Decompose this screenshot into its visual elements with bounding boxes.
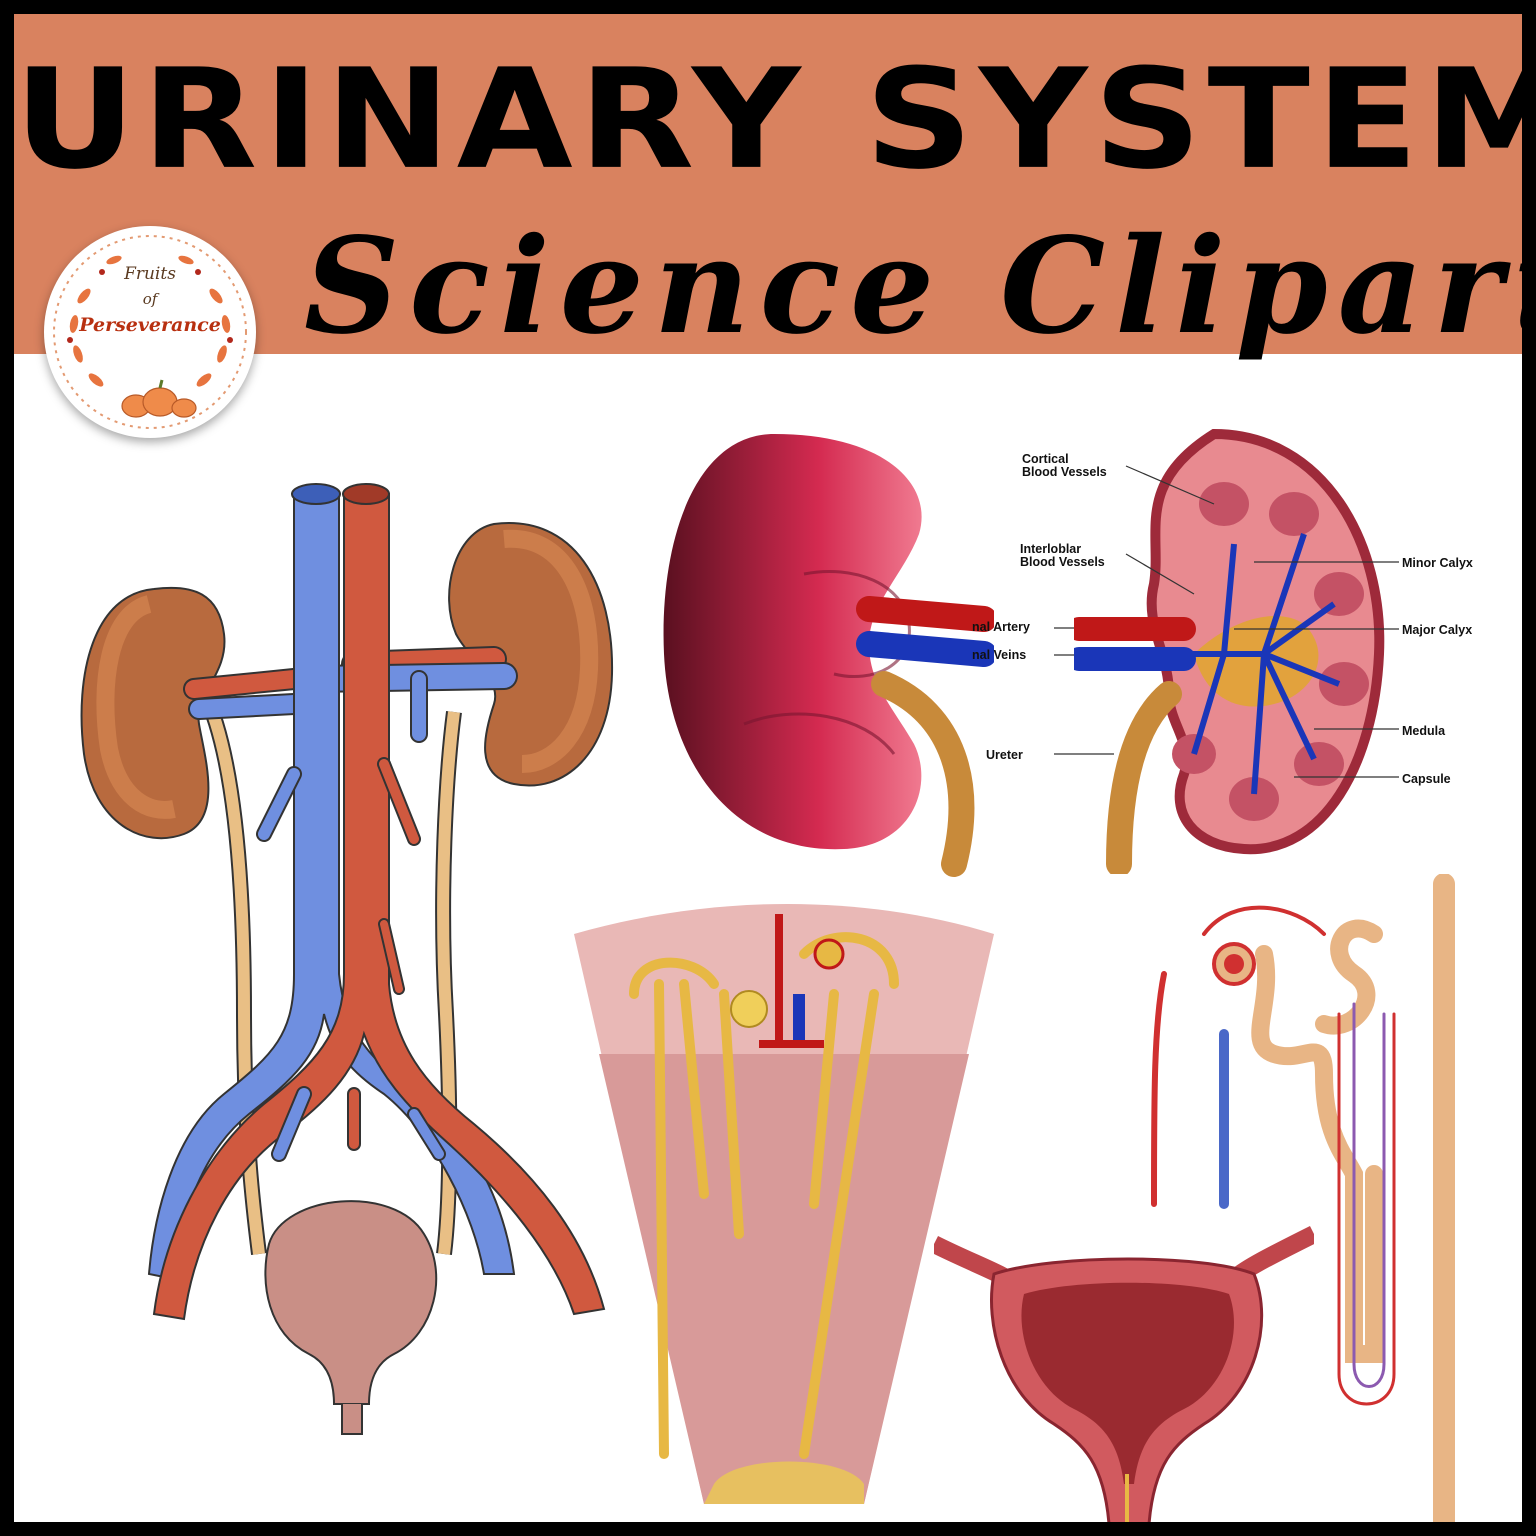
bladder-cross-section-illustration [934,1225,1314,1522]
label-minor-calyx: Minor Calyx [1402,556,1473,570]
logo-text-line1: Fruits [124,264,176,284]
wreath-icon [53,235,247,429]
label-interlobar: Interloblar [1020,542,1082,556]
label-major-calyx: Major Calyx [1402,623,1473,637]
kidney-cross-section-illustration [1074,428,1385,874]
kidney-external-illustration [663,434,994,877]
nephron-illustration [1151,874,1455,1522]
logo-text-line3: Perseverance [79,314,221,336]
label-ureter: Ureter [986,748,1023,762]
label-cortical: Cortical [1022,452,1069,466]
title-banner: URINARY SYSTEM Science Clipart [14,14,1536,362]
label-medula: Medula [1402,724,1446,738]
page-subtitle: Science Clipart [304,209,1536,364]
brand-logo[interactable]: Fruits of Perseverance [44,226,256,438]
label-renal-veins: nal Veins [972,648,1027,662]
renal-pyramid-illustration [574,904,994,1504]
label-leader-lines [1054,465,1399,778]
label-interlobar-vessels: Blood Vessels [1020,555,1105,569]
abdominal-aorta [152,493,606,1321]
label-capsule: Capsule [1402,772,1451,786]
logo-text-line2: of [142,290,158,308]
urinary-system-illustration [80,483,614,1435]
bladder [264,1200,438,1405]
label-cortical-vessels: Blood Vessels [1022,465,1107,479]
label-renal-artery: nal Artery [972,620,1030,634]
page-title: URINARY SYSTEM [14,39,1536,201]
